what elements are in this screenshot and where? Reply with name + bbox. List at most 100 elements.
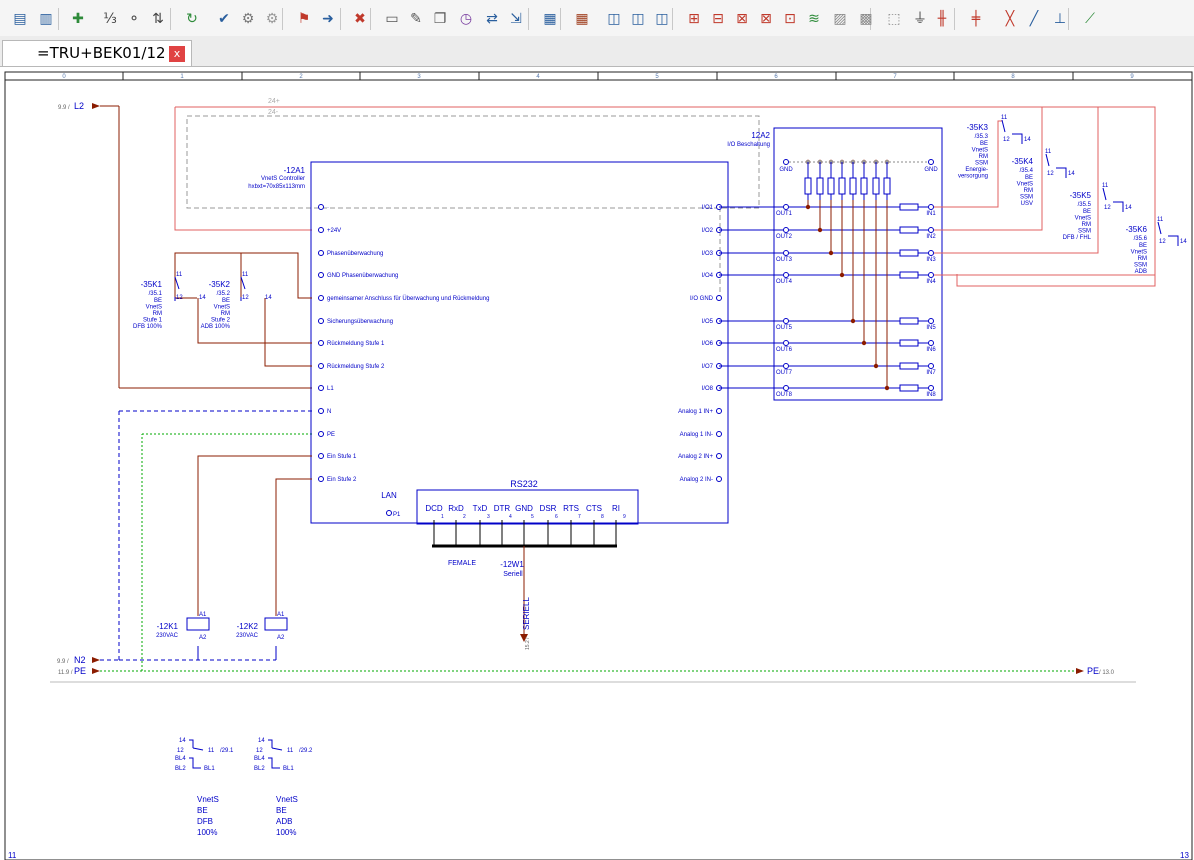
wire-join-icon[interactable]: ⟋ — [1085, 11, 1095, 27]
pe-out-label: PE — [1087, 666, 1099, 676]
relay-desc: RM — [221, 311, 230, 317]
n2-label: N2 — [74, 655, 86, 665]
coil-a1: A1 — [199, 612, 207, 618]
renumber-icon[interactable]: ⚬ — [128, 11, 140, 27]
page-left-number: 11 — [8, 851, 17, 860]
settings-gear-2-icon[interactable]: ⚙ — [265, 11, 279, 27]
resistor — [838, 177, 846, 195]
xref-12: 12 — [177, 748, 184, 754]
ruler-number: 4 — [536, 74, 540, 80]
cable-icon[interactable]: ≋ — [808, 11, 820, 27]
junction-dot — [884, 385, 890, 391]
junction-dot — [850, 318, 856, 324]
wire-t-icon[interactable]: ⊥ — [1053, 11, 1067, 27]
ruler-number: 1 — [180, 74, 184, 80]
tab-page[interactable]: =TRU+BEK01/12 x — [2, 40, 192, 66]
clock-icon[interactable]: ◷ — [459, 11, 473, 27]
coil-a1: A1 — [277, 612, 285, 618]
pin-11: 11 — [1157, 217, 1164, 223]
coil-voltage: 230VAC — [156, 633, 179, 639]
document-edit-icon[interactable]: ✎ — [410, 11, 422, 27]
rs232-pin-number: 6 — [555, 514, 558, 520]
io-in-terminal — [928, 363, 934, 369]
io-out-terminal — [783, 385, 789, 391]
ground-symbol-icon[interactable]: ⏚ — [913, 11, 927, 27]
component-icon[interactable]: ◫ — [607, 11, 621, 27]
toolbar-separator — [560, 8, 561, 30]
grid-select-icon[interactable]: ▦ — [543, 11, 557, 27]
wire-coil — [197, 455, 312, 616]
cable-type: Seriell — [503, 571, 523, 578]
export-icon[interactable]: ⇲ — [510, 11, 522, 27]
xref-14: 14 — [179, 738, 186, 744]
serial-destination: SERIELL — [522, 597, 531, 630]
page-properties-icon[interactable]: ▤ — [13, 11, 27, 27]
wire-cross-icon[interactable]: ╪ — [971, 11, 981, 27]
relay-desc: RM — [153, 311, 162, 317]
settings-gear-icon[interactable]: ⚙ — [241, 11, 255, 27]
relay-desc: RM — [1024, 188, 1033, 194]
io-out-terminal — [783, 340, 789, 346]
flag-icon[interactable]: ⚑ — [297, 11, 311, 27]
controller-left-pin-label: L1 — [327, 386, 334, 392]
relay-contact — [240, 276, 246, 290]
l2-arrow-icon — [92, 103, 100, 109]
rs232-pin-number: 3 — [487, 514, 490, 520]
relay-desc: Stufe 2 — [211, 318, 231, 324]
update-icon[interactable]: ↻ — [186, 11, 198, 27]
relay-desc: ADB 100% — [201, 324, 231, 330]
relay-tag: -35K6 — [1126, 225, 1148, 234]
io-in-label: IN7 — [926, 370, 936, 376]
page-list-icon[interactable]: ▥ — [39, 11, 53, 27]
relay-desc: DFB 100% — [133, 324, 163, 330]
delete-flag-icon[interactable]: ✖ — [354, 11, 366, 27]
relay-desc: SSM — [975, 161, 988, 167]
controller-left-pin-label: gemeinsamer Anschluss für Überwachung un… — [327, 295, 489, 302]
controller-right-pin-label: I/O8 — [702, 386, 714, 392]
relay-ref: /35.5 — [1078, 202, 1092, 208]
io-in-label: IN1 — [926, 211, 936, 217]
controller-right-pin-label: Analog 1 IN+ — [678, 409, 713, 415]
grid-icon[interactable]: ▦ — [575, 11, 589, 27]
relay-ref: /35.2 — [217, 291, 231, 297]
connection-icon[interactable]: ⊠ — [736, 11, 748, 27]
hatch-2-icon[interactable]: ▩ — [859, 11, 873, 27]
wire-relay-k4 — [934, 107, 1043, 231]
rs232-pin-number: 2 — [463, 514, 466, 520]
plug-icon[interactable]: ⊡ — [784, 11, 796, 27]
sort-icon[interactable]: ⇅ — [152, 11, 164, 27]
terminal-strip-icon[interactable]: ⊞ — [688, 11, 700, 27]
close-icon[interactable]: x — [169, 46, 185, 62]
component-2-icon[interactable]: ◫ — [631, 11, 645, 27]
connection-2-icon[interactable]: ⊠ — [760, 11, 772, 27]
toolbar-separator — [170, 8, 171, 30]
wire-icon[interactable]: ╫ — [937, 11, 947, 27]
io-resistor — [899, 362, 919, 370]
terminal-icon[interactable]: ⊟ — [712, 11, 724, 27]
wire-relay-k5 — [934, 107, 1099, 254]
wire-angle-icon[interactable]: ╱ — [1029, 11, 1039, 27]
io-gnd-right: GND — [924, 167, 938, 173]
hatch-icon[interactable]: ▨ — [833, 11, 847, 27]
junction-dot — [839, 272, 845, 278]
document-copy-icon[interactable]: ❐ — [433, 11, 447, 27]
pin-14: 14 — [265, 295, 272, 301]
frame-icon[interactable]: ⬚ — [887, 11, 901, 27]
arrow-right-icon[interactable]: ➜ — [322, 11, 334, 27]
resistor — [872, 177, 880, 195]
wire-break-icon[interactable]: ╳ — [1005, 11, 1015, 27]
swap-icon[interactable]: ⇄ — [486, 11, 498, 27]
pin-11: 11 — [1045, 149, 1052, 155]
controller-left-pin — [318, 227, 324, 233]
component-3-icon[interactable]: ◫ — [655, 11, 669, 27]
xref-11: 11 — [208, 748, 215, 754]
pin-11: 11 — [1001, 115, 1008, 121]
io-module-box — [773, 127, 943, 401]
puzzle-icon[interactable]: ✚ — [72, 11, 84, 27]
io-out-label: OUT2 — [776, 234, 793, 240]
numbering-icon[interactable]: ⅓ — [103, 11, 117, 27]
check-icon[interactable]: ✔ — [218, 11, 230, 27]
document-icon[interactable]: ▭ — [385, 11, 399, 27]
io-in-terminal — [928, 385, 934, 391]
